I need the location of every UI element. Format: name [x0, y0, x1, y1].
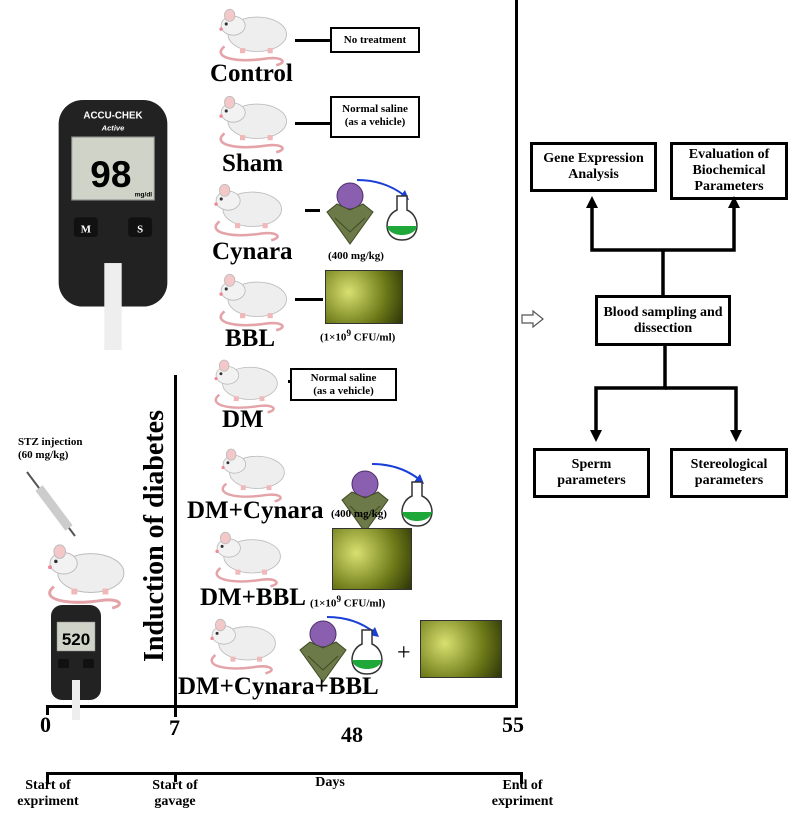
bracket-tick	[520, 772, 523, 784]
dose-dm-bbl: (1×109 CFU/ml)	[310, 594, 386, 610]
group-label-dm: DM	[222, 406, 264, 433]
group-label-control: Control	[210, 60, 293, 87]
label-days: Days	[315, 775, 345, 790]
gene-expression-box: Gene Expression Analysis	[530, 142, 657, 192]
tick-label-48: 48	[341, 722, 363, 747]
connector	[295, 39, 330, 42]
group-label-dm-bbl: DM+BBL	[200, 584, 306, 611]
connector	[295, 298, 323, 301]
axis-tick-0	[46, 705, 49, 715]
gavage-vertical-line	[174, 375, 177, 717]
unit-text: mg/dl	[135, 192, 153, 199]
glucometer-large: ACCU-CHEK Active 98 mg/dl M S	[58, 99, 168, 351]
plus-sign: +	[397, 640, 411, 666]
tick-label-7: 7	[169, 715, 180, 740]
group-label-sham: Sham	[222, 150, 284, 177]
tick-label-0: 0	[40, 712, 51, 737]
glucometer-small: 520	[50, 604, 102, 721]
connector	[305, 209, 320, 212]
syringe-icon	[26, 471, 76, 537]
dose-bbl: (1×109 CFU/ml)	[320, 328, 396, 344]
stereological-box: Stereological parameters	[670, 448, 788, 498]
tick-label-55: 55	[502, 712, 524, 737]
stz-label: STZ injection(60 mg/kg)	[18, 436, 83, 461]
reading-text: 98	[90, 154, 131, 195]
brand-text: ACCU-CHEK	[83, 110, 142, 121]
sperm-box: Sperm parameters	[533, 448, 650, 498]
bracket-tick	[174, 772, 177, 782]
dose-cynara: (400 mg/kg)	[328, 250, 384, 262]
group-label-cynara: Cynara	[212, 238, 293, 265]
hollow-arrow-icon	[521, 309, 544, 329]
s-button-label: S	[137, 224, 143, 236]
bracket-tick	[46, 772, 49, 784]
bacteria-image	[420, 620, 502, 678]
biochemical-box: Evaluation of Biochemical Parameters	[670, 142, 788, 200]
timeline-axis	[46, 705, 518, 708]
treatment-box-sham: Normal saline(as a vehicle)	[330, 96, 420, 138]
m-button-label: M	[81, 224, 91, 236]
treatment-box-control: No treatment	[330, 27, 420, 53]
reading-text: 520	[62, 630, 90, 649]
bacteria-image	[325, 270, 403, 324]
bacteria-image	[332, 528, 412, 590]
label-start-experiment: Start of expriment	[17, 778, 79, 809]
end-vertical-line	[515, 0, 518, 708]
group-label-dm-cynara-bbl: DM+Cynara+BBL	[178, 673, 379, 700]
model-text: Active	[101, 123, 126, 132]
group-label-bbl: BBL	[225, 325, 276, 352]
treatment-box-dm: Normal saline(as a vehicle)	[290, 368, 397, 401]
connector	[295, 122, 330, 125]
label-start-gavage: Start of gavage	[152, 778, 198, 809]
dose-dm-cynara: (400 mg/kg)	[331, 508, 387, 520]
blood-sampling-box: Blood sampling and dissection	[595, 295, 731, 346]
label-end-experiment: End of expriment	[491, 778, 554, 809]
days-bracket	[46, 772, 523, 775]
group-label-dm-cynara: DM+Cynara	[187, 497, 324, 524]
